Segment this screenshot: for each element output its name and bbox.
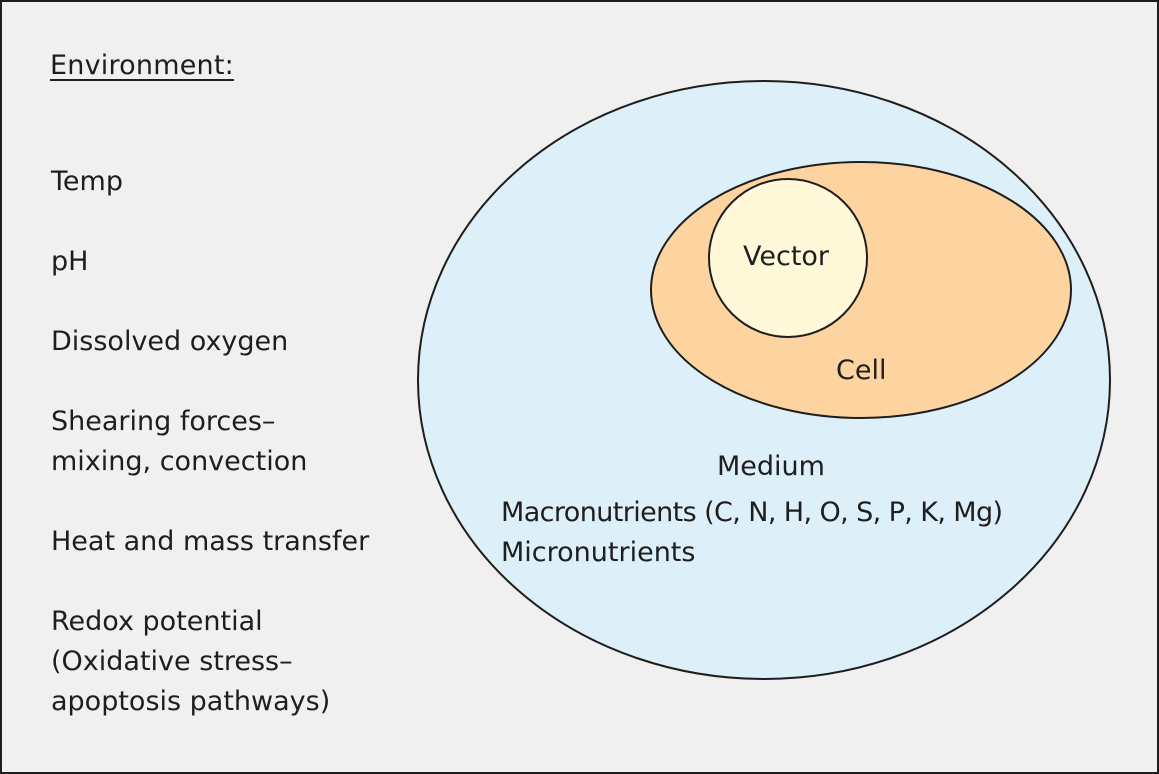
environment-title: Environment: <box>50 50 234 81</box>
env-item-temp: Temp <box>51 166 123 197</box>
env-item-line: apoptosis pathways) <box>51 686 331 717</box>
env-item-redox-potential: Redox potential (Oxidative stress– apopt… <box>51 602 330 722</box>
env-item-shearing-forces: Shearing forces– mixing, convection <box>51 402 307 482</box>
env-item-line: mixing, convection <box>51 446 308 477</box>
env-item-ph: pH <box>51 246 89 277</box>
env-item-line: Redox potential <box>51 606 263 637</box>
env-item-heat-mass-transfer: Heat and mass transfer <box>51 526 370 557</box>
cell-label: Cell <box>836 355 887 386</box>
env-item-line: Shearing forces– <box>51 406 276 437</box>
env-item-dissolved-oxygen: Dissolved oxygen <box>51 326 289 357</box>
medium-label: Medium <box>717 451 825 482</box>
vector-label: Vector <box>743 241 830 272</box>
vector-circle <box>708 178 868 338</box>
micronutrients-label: Micronutrients <box>501 537 696 568</box>
env-item-line: (Oxidative stress– <box>51 646 293 677</box>
macronutrients-label: Macronutrients (C, N, H, O, S, P, K, Mg) <box>501 497 1003 528</box>
